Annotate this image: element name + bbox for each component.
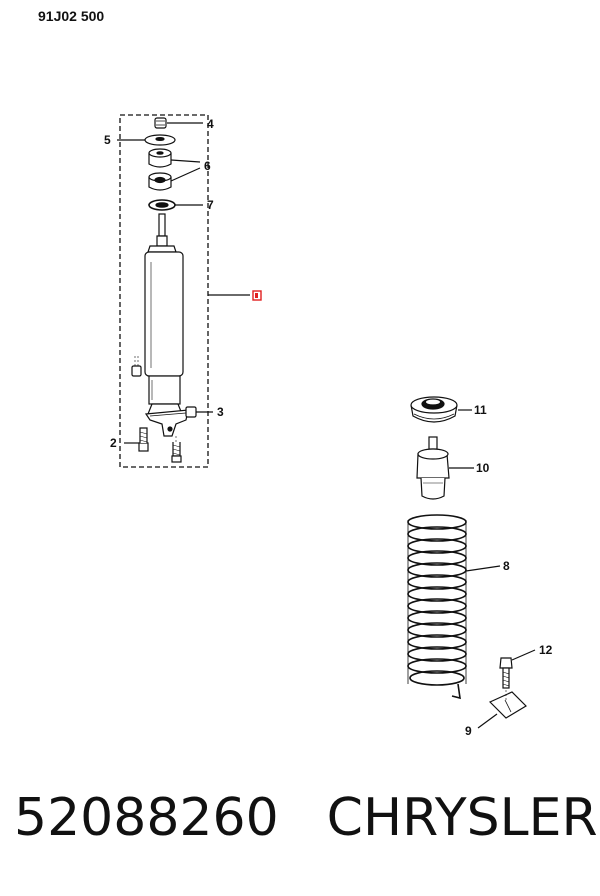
callout-6: 6 <box>204 159 211 173</box>
nut-part <box>154 117 167 129</box>
jounce-bumper-part <box>416 436 450 500</box>
parts-diagram: 4 5 6 7 3 2 11 10 8 12 9 <box>104 114 553 738</box>
callout-9: 9 <box>465 724 472 738</box>
coil-spring-part <box>407 514 467 700</box>
diagram-code: 91J02 500 <box>38 8 105 24</box>
callout-4: 4 <box>207 117 214 131</box>
insulator-part <box>410 396 458 423</box>
callout-10: 10 <box>476 461 490 475</box>
lower-bushing-part <box>148 172 172 191</box>
callout-12: 12 <box>539 643 553 657</box>
callout-3: 3 <box>217 405 224 419</box>
shock-absorber-part <box>144 213 189 437</box>
spring-bolt-part <box>499 657 513 689</box>
shock-group-box <box>119 114 209 468</box>
nut-item-3 <box>185 406 197 418</box>
bolt-right <box>171 436 182 463</box>
callout-7: 7 <box>207 198 214 212</box>
washer-part <box>144 134 176 146</box>
callout-8: 8 <box>503 559 510 573</box>
callout-11: 11 <box>474 403 487 417</box>
upper-bushing-part <box>148 148 172 168</box>
spring-retainer-plate <box>488 690 527 719</box>
part-number: 52088260 <box>14 788 279 848</box>
bolt-item-2 <box>138 427 149 452</box>
retainer-part <box>148 199 176 211</box>
lower-nut-left <box>131 356 142 377</box>
brand-name: CHRYSLER <box>326 788 598 848</box>
callout-5: 5 <box>104 133 111 147</box>
callout-2: 2 <box>110 436 117 450</box>
footer-caption: 52088260 CHRYSLER <box>14 788 598 848</box>
